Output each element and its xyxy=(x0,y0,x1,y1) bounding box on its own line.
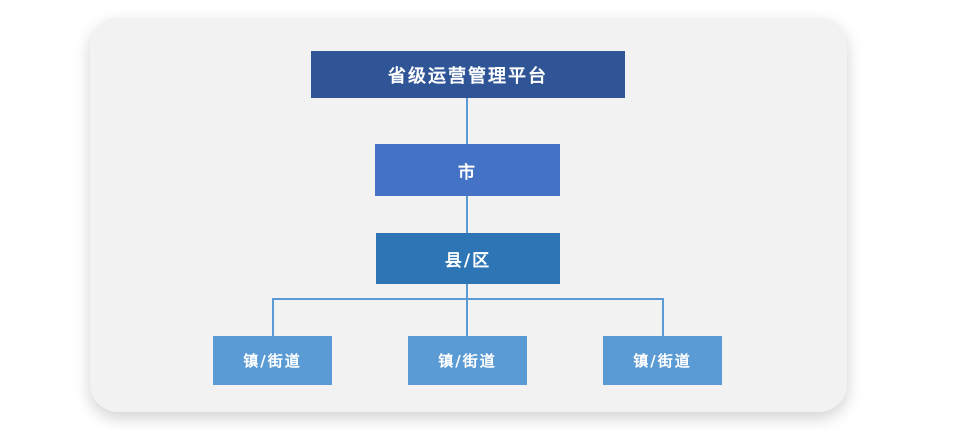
connector-county-to-bus xyxy=(466,284,468,299)
connector-horizontal-bus xyxy=(272,298,664,300)
node-town-street-2-label: 镇/街道 xyxy=(438,352,497,370)
node-town-street-1: 镇/街道 xyxy=(213,336,332,385)
connector-city-to-county xyxy=(466,196,468,233)
connector-drop-town-3 xyxy=(662,299,664,336)
node-provincial-platform-label: 省级运营管理平台 xyxy=(388,65,548,87)
node-town-street-3: 镇/街道 xyxy=(603,336,722,385)
node-town-street-3-label: 镇/街道 xyxy=(633,352,692,370)
connector-root-to-city xyxy=(466,98,468,144)
node-county-district-label: 县/区 xyxy=(444,251,492,271)
node-town-street-1-label: 镇/街道 xyxy=(243,352,302,370)
node-county-district: 县/区 xyxy=(376,233,560,284)
connector-drop-town-2 xyxy=(466,299,468,336)
node-town-street-2: 镇/街道 xyxy=(408,336,527,385)
node-city-label: 市 xyxy=(458,162,477,183)
connector-drop-town-1 xyxy=(272,299,274,336)
node-provincial-platform: 省级运营管理平台 xyxy=(311,51,625,98)
node-city: 市 xyxy=(375,144,560,196)
